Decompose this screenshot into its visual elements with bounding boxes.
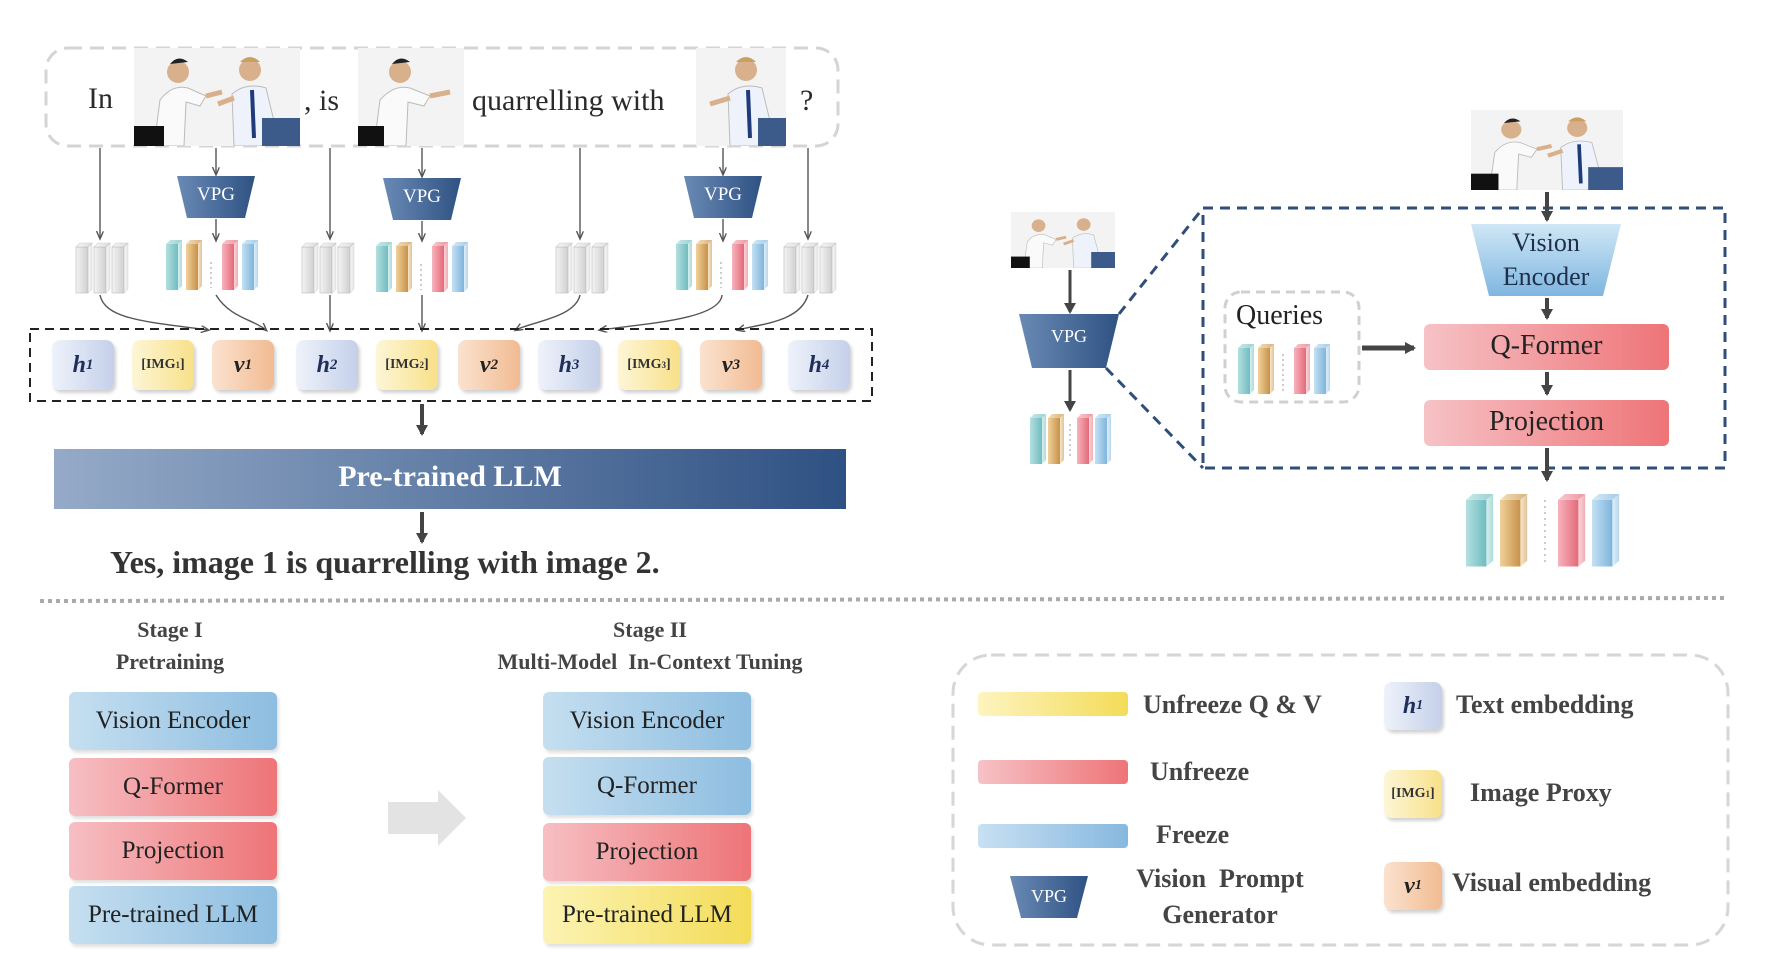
- llm-bar: [54, 449, 846, 509]
- word-is: , is: [304, 84, 340, 117]
- queries-bars: [1238, 344, 1330, 394]
- text-embed-stack-1: [75, 242, 129, 294]
- word-question-mark: ?: [800, 84, 814, 117]
- legend-swatch-red: [978, 760, 1128, 784]
- legend-swatch-yellow: [978, 692, 1128, 716]
- stage2-title: Stage II: [613, 617, 687, 642]
- vpg-label-3: VPG: [703, 184, 742, 205]
- stage1-llm: Pre-trained LLM: [69, 886, 277, 944]
- text-embed-stack-2: [301, 242, 355, 294]
- legend-frame: [951, 653, 1730, 947]
- legend-unfreeze-qv: Unfreeze Q & V: [1143, 690, 1322, 719]
- visual-embed-stack-3: [676, 240, 768, 290]
- stage2-subtitle: Multi-Model In-Context Tuning: [497, 649, 803, 674]
- stage2-llm: Pre-trained LLM: [543, 886, 751, 944]
- stage2-projection: Projection: [543, 823, 751, 881]
- vpg-3: [684, 176, 762, 218]
- legend-vpg-line2: Generator: [1162, 900, 1278, 929]
- stage1-qformer: Q-Former: [69, 758, 277, 816]
- stage1-subtitle: Pretraining: [115, 649, 225, 674]
- legend-vpg-label: VPG: [1030, 886, 1067, 906]
- zoom-frame: [1201, 206, 1727, 470]
- quarrel-image-2: [358, 48, 464, 146]
- legend-vpg-line1: Vision Prompt: [1136, 864, 1304, 893]
- token-row-frame: [29, 328, 873, 402]
- legend-image-proxy: Image Proxy: [1470, 778, 1612, 807]
- zoom-projection-label: Projection: [1488, 406, 1605, 437]
- zoom-projection: [1424, 400, 1669, 446]
- legend-swatch-blue: [978, 824, 1128, 848]
- vpg-label-1: VPG: [196, 184, 235, 205]
- queries-label: Queries: [1236, 300, 1324, 331]
- vpg-2: [383, 178, 461, 220]
- text-embed-stack-4: [783, 242, 837, 294]
- zoom-qformer-label: Q-Former: [1490, 330, 1603, 361]
- vpg-label-2: VPG: [402, 186, 441, 207]
- stage2-vision-encoder: Vision Encoder: [543, 692, 751, 750]
- llm-bar-label: Pre-trained LLM: [338, 460, 562, 493]
- visual-embed-stack-2: [376, 242, 468, 292]
- queries-frame: [1223, 290, 1361, 404]
- stage1-vision-encoder: Vision Encoder: [69, 692, 277, 750]
- zoom-vision-encoder: [1471, 224, 1621, 296]
- stage2-qformer: Q-Former: [543, 757, 751, 815]
- legend-visual-embedding: Visual embedding: [1452, 868, 1652, 897]
- zoom-qformer: [1424, 324, 1669, 370]
- zoom-output-bars: [1466, 494, 1620, 567]
- legend-vpg-shape: [1010, 876, 1088, 918]
- zoom-vpg-label: VPG: [1050, 326, 1087, 346]
- zoom-small-image: [1011, 212, 1115, 268]
- word-in: In: [88, 82, 113, 115]
- zoom-vision-encoder-label: Vision Encoder: [1502, 228, 1590, 291]
- zoom-vpg-output: [1030, 414, 1111, 464]
- quarrel-image-1: [134, 48, 300, 146]
- word-quarrelling-with: quarrelling with: [472, 84, 665, 117]
- answer-text: Yes, image 1 is quarrelling with image 2…: [110, 544, 660, 580]
- zoom-input-image: [1471, 110, 1623, 190]
- vpg-1: [177, 176, 255, 218]
- section-divider: [39, 596, 1729, 603]
- legend-unfreeze: Unfreeze: [1150, 757, 1250, 786]
- stage-transition-arrow: [388, 790, 466, 846]
- legend-freeze: Freeze: [1156, 820, 1230, 849]
- stage1-projection: Projection: [69, 822, 277, 880]
- zoom-vpg: [1019, 314, 1119, 368]
- quarrel-image-3: [696, 48, 786, 146]
- text-embed-stack-3: [555, 242, 609, 294]
- stage1-title: Stage I: [137, 617, 203, 642]
- legend-text-embedding: Text embedding: [1456, 690, 1634, 719]
- visual-embed-stack-1: [166, 240, 258, 290]
